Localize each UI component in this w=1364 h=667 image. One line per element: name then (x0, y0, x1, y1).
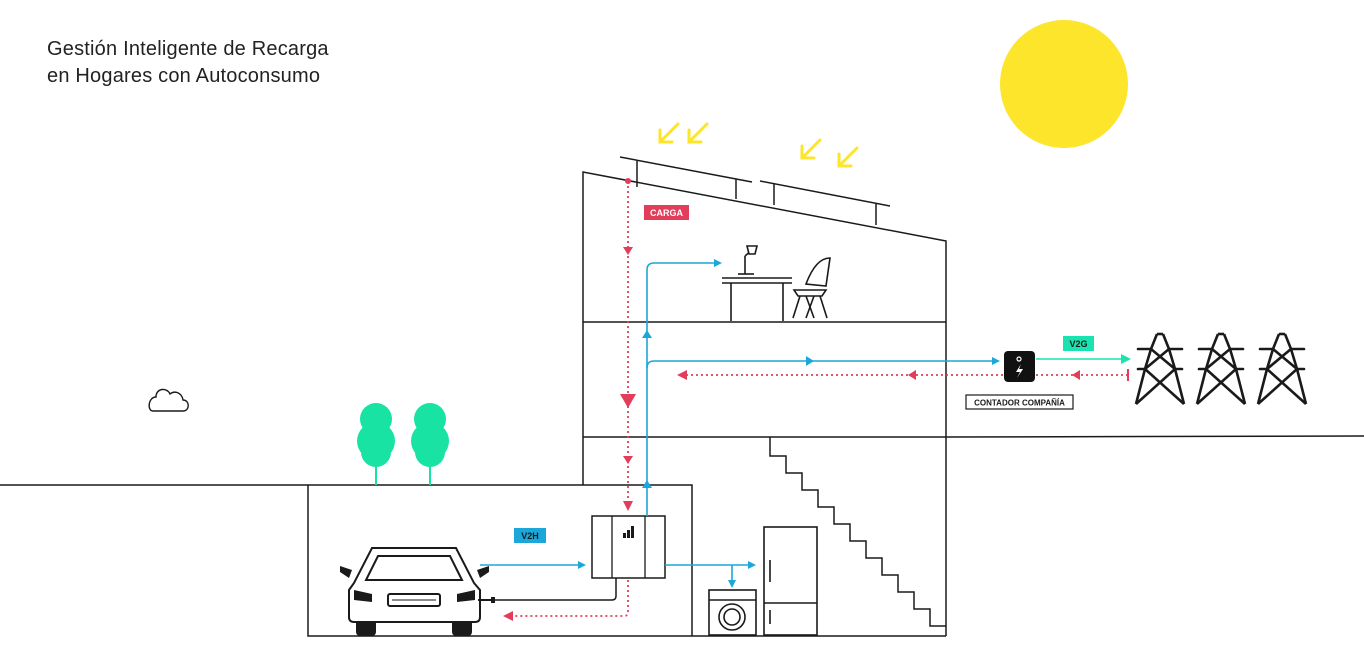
v2g-badge (1063, 336, 1094, 351)
sun-icon (1000, 20, 1128, 148)
car-icon (340, 547, 495, 636)
title-line-1: Gestión Inteligente de Recarga (47, 38, 329, 60)
charger-cable (495, 578, 617, 601)
meter-label-box (965, 394, 1074, 410)
sunlight-rays (658, 122, 859, 168)
power-pylon-1 (1134, 332, 1186, 405)
carga-badge (644, 205, 689, 220)
tree-right (411, 403, 449, 485)
charge-flows (503, 181, 1128, 621)
trees (357, 403, 449, 485)
tree-left (357, 403, 395, 485)
discharge-flows (480, 259, 1000, 588)
meter-icon (1004, 351, 1035, 382)
fridge-icon (763, 526, 818, 636)
title-line-2: en Hogares con Autoconsumo (47, 65, 321, 87)
flow-mid-arrows-red (620, 247, 1080, 464)
flow-charger-to-car (503, 580, 629, 621)
v2g-label: V2G (1069, 339, 1087, 349)
solar-panels (619, 156, 891, 225)
signal-icon (623, 526, 634, 538)
meter-label: CONTADOR COMPAÑÍA (974, 399, 1065, 408)
staircase (769, 437, 946, 627)
wall-charger (591, 515, 666, 579)
v2h-label: V2H (521, 531, 539, 541)
ground-line (0, 435, 1364, 486)
flow-charger-to-house (646, 259, 722, 516)
power-pylon-3 (1256, 332, 1308, 405)
power-pylon-2 (1195, 332, 1247, 405)
flow-mid-arrows-blue (642, 330, 814, 488)
flow-house-to-meter (646, 357, 1000, 369)
solar-connection-dot (625, 178, 631, 184)
house-outline (307, 171, 947, 637)
diagram-title: Gestión Inteligente de Recarga en Hogare… (47, 36, 329, 90)
carga-label: CARGA (650, 208, 683, 218)
washing-machine-icon (708, 589, 757, 636)
cloud-icon (148, 388, 189, 412)
office-furniture (722, 245, 831, 321)
v2h-badge (514, 528, 546, 543)
